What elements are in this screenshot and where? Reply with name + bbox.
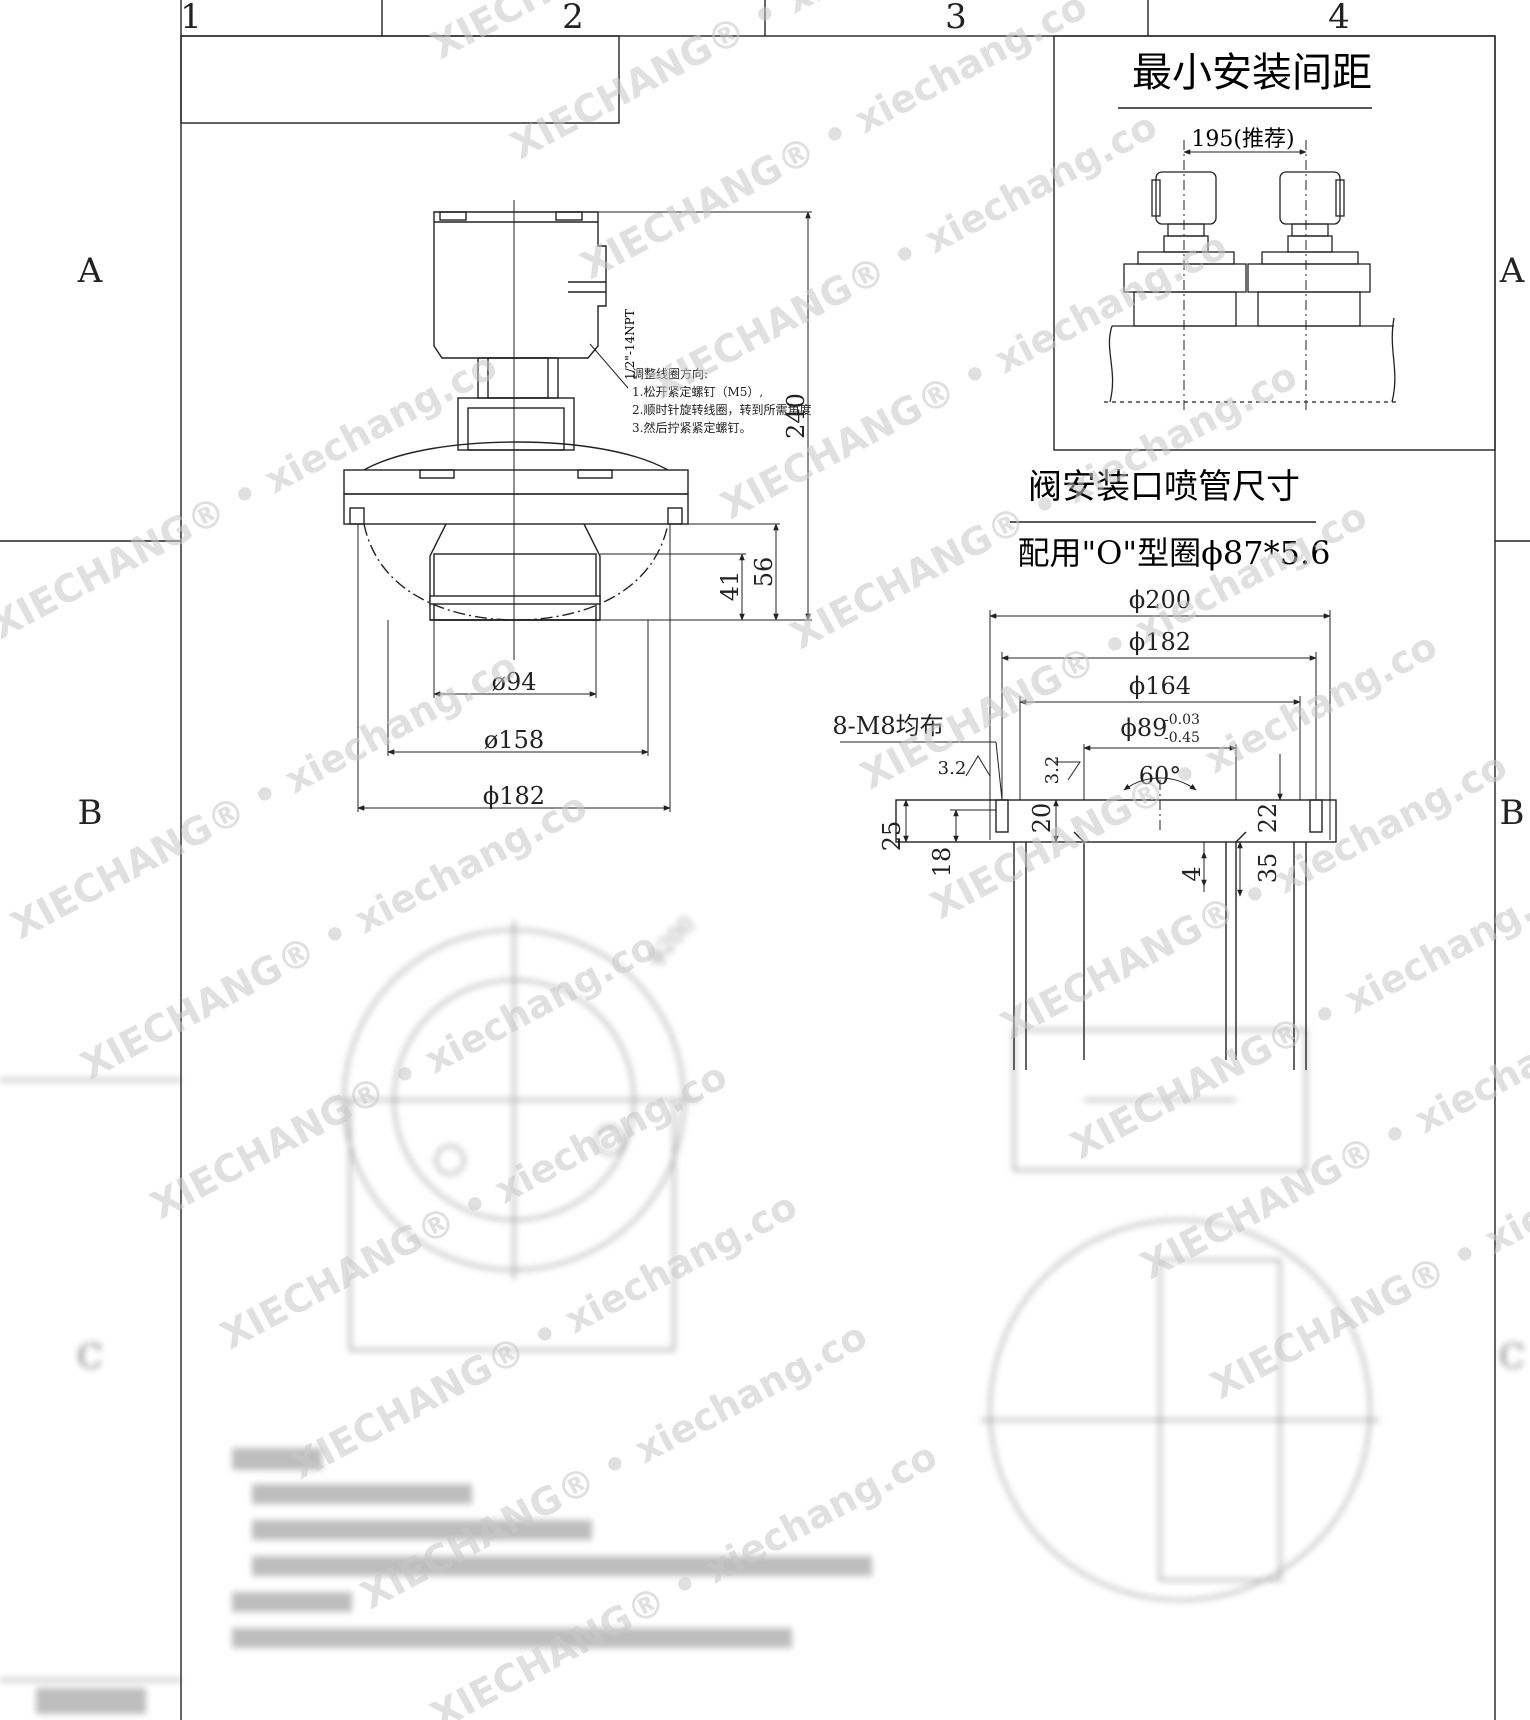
- dim-dia-182: ϕ182: [483, 782, 545, 810]
- dim-height-56: 56: [750, 557, 778, 588]
- watermark-15: XIECHANG® • xiechang.co: [74, 783, 594, 1088]
- dim-angle-60: 60°: [1139, 762, 1182, 790]
- bolt-pattern-label: 8-M8均布: [832, 712, 943, 740]
- dim-nozzle-182: ϕ182: [1129, 628, 1191, 656]
- dim-nozzle-20: 20: [1028, 803, 1056, 834]
- watermark-20: XIECHANG® • xiechang.co: [424, 1433, 944, 1720]
- row-label-right-a: A: [1499, 251, 1525, 291]
- row-label-right-c: C: [1499, 1337, 1525, 1377]
- dim-nozzle-4: 4: [1178, 866, 1206, 881]
- valve-dimension-lines: [357, 211, 812, 812]
- roughness-a: 3.2: [938, 758, 967, 779]
- install-spacing-label: 195(推荐): [1191, 127, 1294, 152]
- row-labels: A B A B C C: [77, 251, 1525, 1377]
- dim-nozzle-164: ϕ164: [1129, 672, 1191, 700]
- dim-dia-158: ø158: [484, 726, 544, 754]
- row-label-left-b: B: [78, 793, 103, 833]
- watermark-4: XIECHANG® • xiechang.co: [644, 103, 1164, 408]
- dim-tol-upper: -0.03: [1164, 712, 1200, 728]
- column-label-1: 1: [180, 0, 202, 37]
- valve-dimension-text: 240 56 41 ø94 ø158 ϕ182: [483, 393, 810, 810]
- coil-adjust-notes: 调整线圈方向: 1.松开紧定螺钉（M5）, 2.顺时针旋转线圈，转到所需角度 3…: [632, 366, 811, 435]
- dim-dia-94: ø94: [492, 668, 537, 696]
- column-label-3: 3: [945, 0, 967, 37]
- nozzle-title: 阀安装口喷管尺寸: [1028, 467, 1300, 507]
- note-line-2: 2.顺时针旋转线圈，转到所需角度: [632, 402, 811, 417]
- valve-pair-illustration: [1104, 171, 1400, 403]
- row-label-left-c: C: [77, 1337, 103, 1377]
- note-line-1: 1.松开紧定螺钉（M5）,: [632, 384, 763, 399]
- dim-height-41: 41: [716, 571, 744, 602]
- watermark-3: XIECHANG® • xiechang.co: [574, 0, 1094, 288]
- dim-nozzle-22: 22: [1254, 803, 1282, 834]
- port-leader: [589, 343, 629, 389]
- column-label-4: 4: [1328, 0, 1350, 37]
- column-label-2: 2: [562, 0, 584, 37]
- dim-nozzle-25: 25: [878, 821, 906, 852]
- row-label-right-b: B: [1500, 793, 1525, 833]
- watermark-9: XIECHANG® • xiechang.co: [994, 743, 1514, 1048]
- install-spacing-panel: 最小安装间距 195(推荐): [1053, 35, 1496, 451]
- blurred-row-labels: C C: [77, 1337, 1525, 1377]
- valve-front-view: [343, 211, 689, 621]
- note-line-3: 3.然后拧紧紧定螺钉。: [632, 420, 751, 435]
- watermark-16: XIECHANG® • xiechang.co: [144, 923, 664, 1228]
- oring-note: 配用"O"型圈ϕ87*5.6: [1017, 534, 1330, 572]
- dim-nozzle-89: ϕ89: [1121, 714, 1168, 742]
- dim-tol-lower: -0.45: [1164, 730, 1200, 746]
- dim-height-240: 240: [782, 393, 810, 439]
- dim-nozzle-200: ϕ200: [1129, 586, 1191, 614]
- nozzle-dimension-lines: [840, 610, 1331, 897]
- blurred-lower-drawings: [0, 920, 1380, 1714]
- install-spacing-title: 最小安装间距: [1132, 50, 1372, 96]
- column-labels: 1 2 3 4: [180, 0, 1350, 37]
- note-line-0: 调整线圈方向:: [632, 366, 708, 381]
- nozzle-dimension-text: ϕ200 ϕ182 ϕ164 ϕ89 -0.03 -0.45 60° 8-M8均…: [832, 586, 1282, 883]
- roughness-b: 3.2: [1042, 756, 1063, 785]
- port-thread-label: 1/2"-14NPT: [623, 309, 637, 380]
- dim-nozzle-18: 18: [928, 847, 956, 878]
- dim-nozzle-35: 35: [1254, 853, 1282, 884]
- watermark-18: XIECHANG® • xiechang.co: [284, 1183, 804, 1488]
- install-spacing-centerlines: [1183, 140, 1307, 412]
- row-label-left-a: A: [77, 251, 103, 291]
